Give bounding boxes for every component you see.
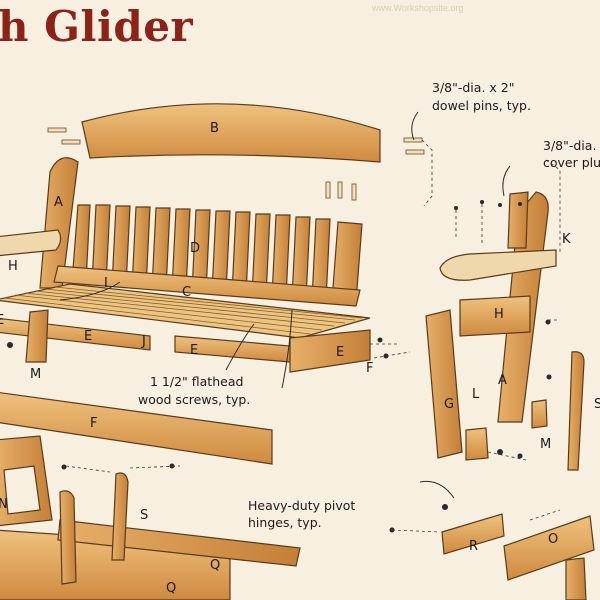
faint-header-text: www.Workshopsite.org bbox=[372, 3, 464, 13]
seat-rail-e-front bbox=[0, 317, 151, 351]
seat-rail-e-side bbox=[289, 329, 371, 373]
label-j: J bbox=[141, 334, 146, 349]
callout-cover-line2: cover plu bbox=[543, 155, 600, 170]
label-b: B bbox=[210, 121, 219, 136]
label-e-edge: E bbox=[0, 313, 4, 328]
label-s-right: S bbox=[594, 397, 600, 412]
callout-hinge-line1: Heavy-duty pivot bbox=[248, 498, 355, 513]
callout-dowel-line2: dowel pins, typ. bbox=[432, 98, 531, 113]
callout-screws-line2: wood screws, typ. bbox=[138, 392, 250, 407]
label-h-left: H bbox=[8, 259, 18, 274]
side-rail-h bbox=[459, 295, 531, 337]
label-c: C bbox=[182, 285, 191, 300]
front-leg-stub bbox=[25, 309, 49, 363]
block-m-right bbox=[531, 399, 548, 429]
label-r: R bbox=[469, 539, 478, 554]
arm-post bbox=[507, 191, 529, 249]
label-f: F bbox=[90, 416, 97, 431]
label-k: K bbox=[562, 232, 571, 247]
stretcher-f bbox=[0, 392, 273, 465]
label-o: O bbox=[548, 532, 558, 547]
block-r bbox=[441, 513, 505, 555]
label-f-right: F bbox=[366, 361, 373, 376]
front-post-g bbox=[425, 309, 463, 459]
link-s-left bbox=[111, 472, 129, 561]
label-q: Q bbox=[210, 558, 220, 573]
block-l bbox=[465, 427, 489, 461]
callout-dowel-line1: 3/8"-dia. x 2" bbox=[432, 80, 514, 95]
block-o bbox=[503, 515, 595, 581]
left-arm-h bbox=[0, 229, 62, 257]
label-e-2: E bbox=[190, 343, 198, 358]
label-e-1: E bbox=[84, 329, 92, 344]
label-i: I bbox=[104, 276, 108, 291]
back-rail-b bbox=[81, 103, 381, 163]
label-m-left: M bbox=[30, 367, 41, 382]
assembly-lines bbox=[65, 139, 561, 533]
post-n bbox=[59, 490, 77, 585]
label-m-right: M bbox=[540, 437, 551, 452]
label-e-3: E bbox=[336, 345, 344, 360]
label-l: L bbox=[472, 387, 480, 402]
bottom-post bbox=[565, 557, 587, 600]
label-s-left: S bbox=[140, 508, 148, 523]
label-n: N bbox=[0, 497, 8, 512]
seat-rail-c bbox=[53, 265, 361, 307]
diagram-title: h Glider bbox=[0, 2, 194, 51]
back-slats-d bbox=[71, 204, 363, 303]
label-d: D bbox=[190, 241, 200, 256]
label-a-right: A bbox=[498, 373, 507, 388]
link-s-right bbox=[567, 351, 585, 471]
base-end-frame-cutout bbox=[3, 465, 41, 515]
callout-hinge-line2: hinges, typ. bbox=[248, 515, 322, 530]
label-a-left: A bbox=[54, 195, 63, 210]
right-arm-h bbox=[439, 249, 557, 281]
hardware-screws bbox=[7, 200, 552, 533]
leader-lines bbox=[59, 111, 511, 499]
label-g: G bbox=[444, 397, 454, 412]
callout-screws-line1: 1 1/2" flathead bbox=[150, 374, 243, 389]
label-h-right: H bbox=[494, 307, 504, 322]
dowel-pins bbox=[47, 127, 425, 201]
label-q-2: Q bbox=[166, 581, 176, 596]
callout-cover-line1: 3/8"-dia. bbox=[543, 138, 596, 153]
